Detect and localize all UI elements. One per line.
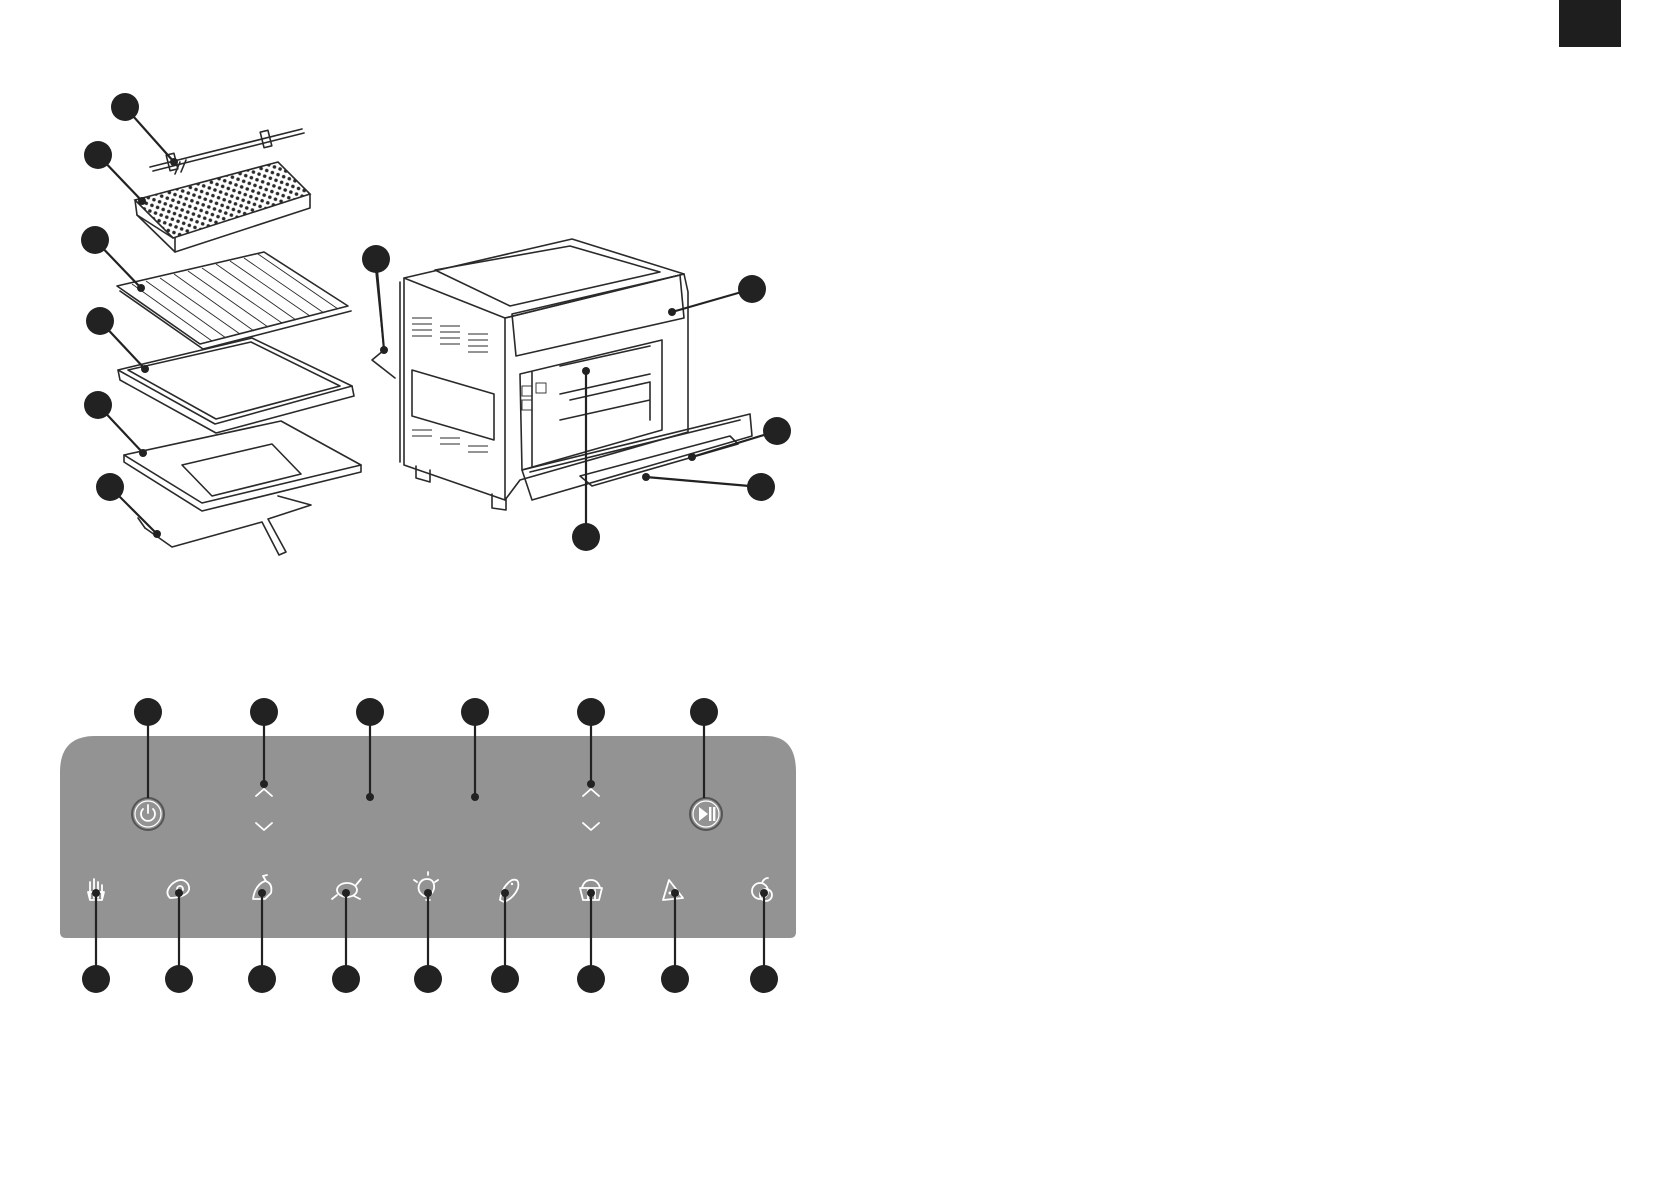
callout-door-handle <box>642 473 775 501</box>
callout-baking-tray <box>86 307 149 373</box>
callout-power-cord <box>362 245 390 354</box>
accessory-drip-tray <box>124 421 361 511</box>
callout-rotisserie-spit <box>111 93 178 166</box>
play-pause-icon[interactable] <box>690 798 722 830</box>
accessory-air-fry-basket <box>135 162 310 252</box>
oven-body <box>372 239 752 510</box>
accessory-baking-tray <box>118 338 354 433</box>
callout-wire-rack <box>81 226 145 292</box>
callout-rack-handle <box>96 473 161 538</box>
callout-air-fry-basket <box>84 141 146 205</box>
power-icon[interactable] <box>132 798 164 830</box>
accessory-wire-rack <box>117 252 351 349</box>
callout-drip-tray <box>84 391 147 457</box>
